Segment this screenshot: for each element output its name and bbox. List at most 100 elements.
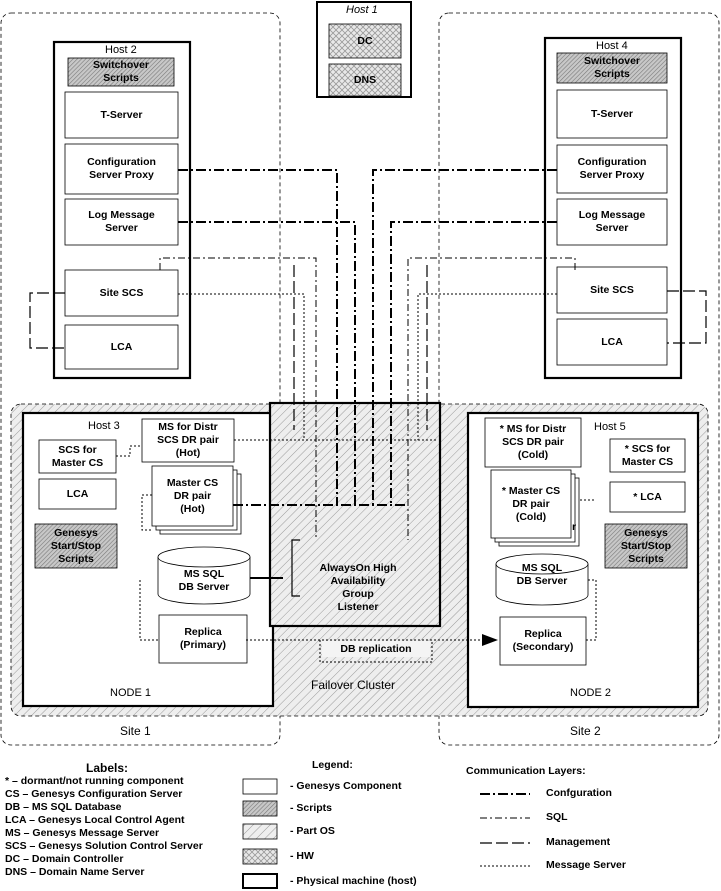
- legend-item-partos: - Part OS: [290, 825, 335, 837]
- host5-replica-box: [499, 616, 587, 666]
- legend-item-scripts: - Scripts: [290, 802, 333, 814]
- host5-lca-box: [609, 481, 686, 513]
- legend-swatch-host: [242, 873, 278, 889]
- failover-cluster-label: Failover Cluster: [311, 678, 396, 692]
- legend-swatch-component: [242, 778, 278, 795]
- host3-mssql-label: MS SQL DB Server: [178, 568, 230, 593]
- host5-ms-distr-box: [484, 417, 582, 468]
- management-links: [29, 265, 707, 430]
- host4-scs-box: [556, 266, 668, 314]
- labels-title: Labels:: [86, 761, 129, 775]
- listener-label: AlwaysOn High Availability Group Listene…: [319, 562, 397, 613]
- labels-item: DNS – Domain Name Server: [5, 866, 145, 878]
- host4-logms-label: Log Message Server: [578, 209, 646, 234]
- logms-links: [178, 221, 557, 506]
- host4-tserver-label: T-Server: [590, 107, 634, 120]
- host4-title: Host 4: [596, 40, 628, 52]
- host2-lca-box: [64, 324, 179, 370]
- legend-item-host: - Physical machine (host): [290, 875, 417, 887]
- host5-master-cs-back-label: r: [572, 521, 577, 533]
- sql-links: [159, 257, 576, 540]
- host4-scripts-box: [556, 52, 668, 84]
- labels-item: DB – MS SQL Database: [5, 801, 122, 813]
- dc-box: [328, 23, 402, 59]
- host5-lca-label: * LCA: [633, 490, 662, 503]
- site1-boundary: [0, 12, 281, 746]
- labels-item: MS – Genesys Message Server: [5, 827, 160, 839]
- dc-label: DC: [357, 34, 373, 47]
- host3-scs-master-label: SCS for Master CS: [51, 443, 104, 469]
- legend-item-hw: - HW: [290, 850, 314, 862]
- host3-lca-box: [38, 478, 117, 510]
- message-server-links: [116, 293, 597, 663]
- labels-item: SCS – Genesys Solution Control Server: [5, 840, 203, 852]
- host4-tserver-box: [556, 89, 668, 139]
- site1-label: Site 1: [120, 724, 151, 738]
- host5-master-cs-label: * Master CS DR pair (Cold): [501, 484, 561, 523]
- labels-item: LCA – Genesys Local Control Agent: [5, 814, 185, 826]
- host3-replica-box: [158, 614, 248, 664]
- host2-csproxy-box: [64, 143, 179, 195]
- host5-replica-label: Replica (Secondary): [512, 628, 574, 653]
- site2-boundary: [438, 12, 720, 746]
- labels-item: * – dormant/not running component: [5, 775, 184, 787]
- host4-csproxy-label: Configuration Server Proxy: [577, 156, 647, 181]
- host5-mssql-top: [495, 553, 589, 575]
- node2-label: NODE 2: [570, 687, 611, 699]
- host5-title: Host 5: [594, 421, 626, 433]
- legend-item-component: - Genesys Component: [290, 780, 402, 792]
- legend-swatch-scripts: [242, 800, 278, 817]
- replication-arrow-head: [482, 634, 498, 646]
- host2-logms-label: Log Message Server: [88, 209, 155, 234]
- comm-item-management: Management: [546, 836, 611, 848]
- comm-item-config: Confguration: [546, 787, 612, 799]
- host2-scs-label: Site SCS: [99, 286, 144, 299]
- legend-swatch-partos: [242, 823, 278, 840]
- host2-csproxy-label: Configuration Server Proxy: [87, 156, 156, 181]
- host4-scripts-label: Switchover Scripts: [583, 55, 641, 80]
- host3-mssql-top: [157, 546, 251, 568]
- host5-mssql-cylinder: [495, 564, 589, 606]
- site2-label: Site 2: [570, 724, 601, 738]
- host5-mssql-label: MS SQL DB Server: [516, 562, 568, 587]
- comm-title: Communication Layers:: [466, 765, 586, 777]
- labels-item: DC – Domain Controller: [5, 853, 124, 865]
- host3-master-cs-label: Master CS DR pair (Hot): [166, 476, 219, 515]
- host3-title: Host 3: [88, 420, 120, 432]
- legend-swatch-hw: [242, 848, 278, 865]
- host3-scs-master-box: [38, 439, 117, 474]
- host5-scs-master-box: [609, 438, 686, 473]
- host4-csproxy-box: [556, 144, 668, 194]
- node1-label: NODE 1: [110, 687, 151, 699]
- host2-logms-box: [64, 198, 179, 246]
- listener-bracket: [291, 539, 300, 597]
- host4-lca-box: [556, 318, 668, 366]
- host5-scs-master-label: * SCS for Master CS: [621, 442, 674, 468]
- host5-ms-distr-label: * MS for Distr SCS DR pair (Cold): [499, 423, 567, 461]
- host5-startstop-box: [604, 523, 688, 569]
- host3-ms-distr-box: [141, 418, 235, 463]
- host3-lca-label: LCA: [66, 487, 89, 500]
- comm-item-sql: SQL: [546, 811, 568, 823]
- host3-mssql-cylinder: [157, 557, 251, 605]
- host5-master-cs-box: [490, 469, 572, 539]
- comm-item-msgserver: Message Server: [546, 859, 626, 871]
- labels-item: CS – Genesys Configuration Server: [5, 788, 183, 800]
- host3-startstop-box: [34, 523, 118, 569]
- legend-title: Legend:: [312, 759, 353, 771]
- host2-scs-box: [64, 269, 179, 317]
- host4-scs-label: Site SCS: [590, 283, 634, 296]
- db-replication-label: DB replication: [322, 641, 430, 657]
- host3-master-cs-box: [151, 465, 234, 527]
- host3-ms-distr-label: MS for Distr SCS DR pair (Hot): [157, 421, 219, 459]
- host3-startstop-label: Genesys Start/Stop Scripts: [50, 526, 102, 565]
- dns-box: [328, 63, 402, 97]
- host1-title: Host 1: [346, 4, 378, 16]
- host3-replica-label: Replica (Primary): [179, 626, 227, 651]
- host2-tserver-label: T-Server: [100, 108, 143, 121]
- host4-lca-label: LCA: [601, 335, 623, 348]
- host2-scripts-box: [67, 57, 175, 87]
- host2-title: Host 2: [105, 44, 137, 56]
- host2-scripts-label: Switchover Scripts: [92, 59, 150, 84]
